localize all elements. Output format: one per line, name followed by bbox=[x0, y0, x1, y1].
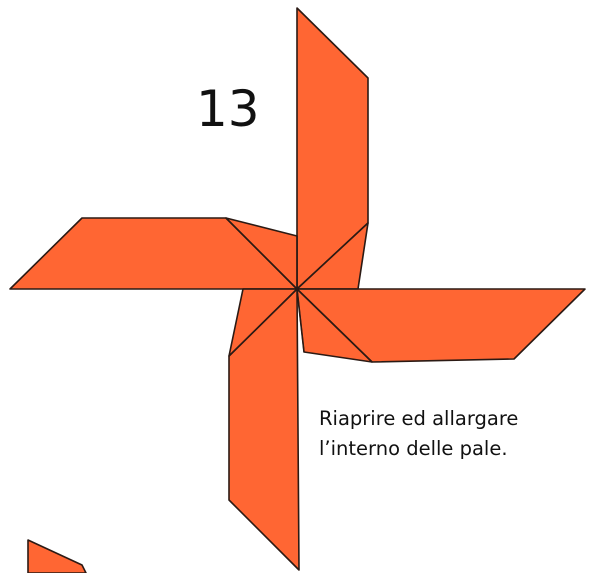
instruction-line-1: Riaprire ed allargare bbox=[319, 404, 587, 434]
step-number: 13 bbox=[196, 84, 260, 134]
instruction-text: Riaprire ed allargare l’interno delle pa… bbox=[319, 404, 587, 464]
instruction-line-2: l’interno delle pale. bbox=[319, 434, 587, 464]
partial-shape-bottom-left bbox=[28, 540, 86, 573]
